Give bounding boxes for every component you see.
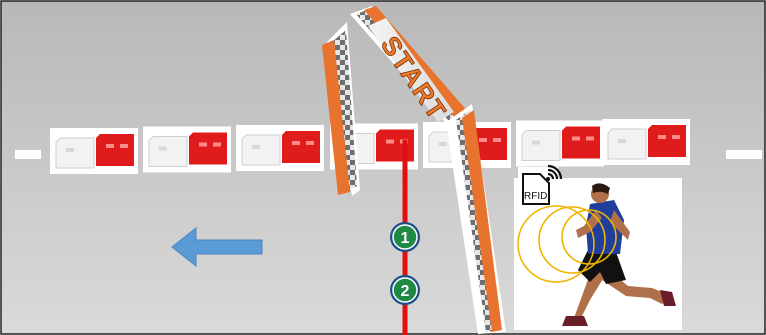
barrier-row <box>50 119 690 174</box>
barrier-segment <box>602 119 690 165</box>
rfid-label: RFID <box>524 191 547 202</box>
marker-1: 1 <box>390 222 420 252</box>
marker-1-number: 1 <box>401 230 410 247</box>
barrier-segment <box>143 127 231 173</box>
marker-2: 2 <box>390 275 420 305</box>
barrier-segment <box>236 125 324 171</box>
barrier-segment <box>516 121 604 167</box>
barrier-segment <box>50 128 138 174</box>
marker-2-number: 2 <box>401 283 410 300</box>
